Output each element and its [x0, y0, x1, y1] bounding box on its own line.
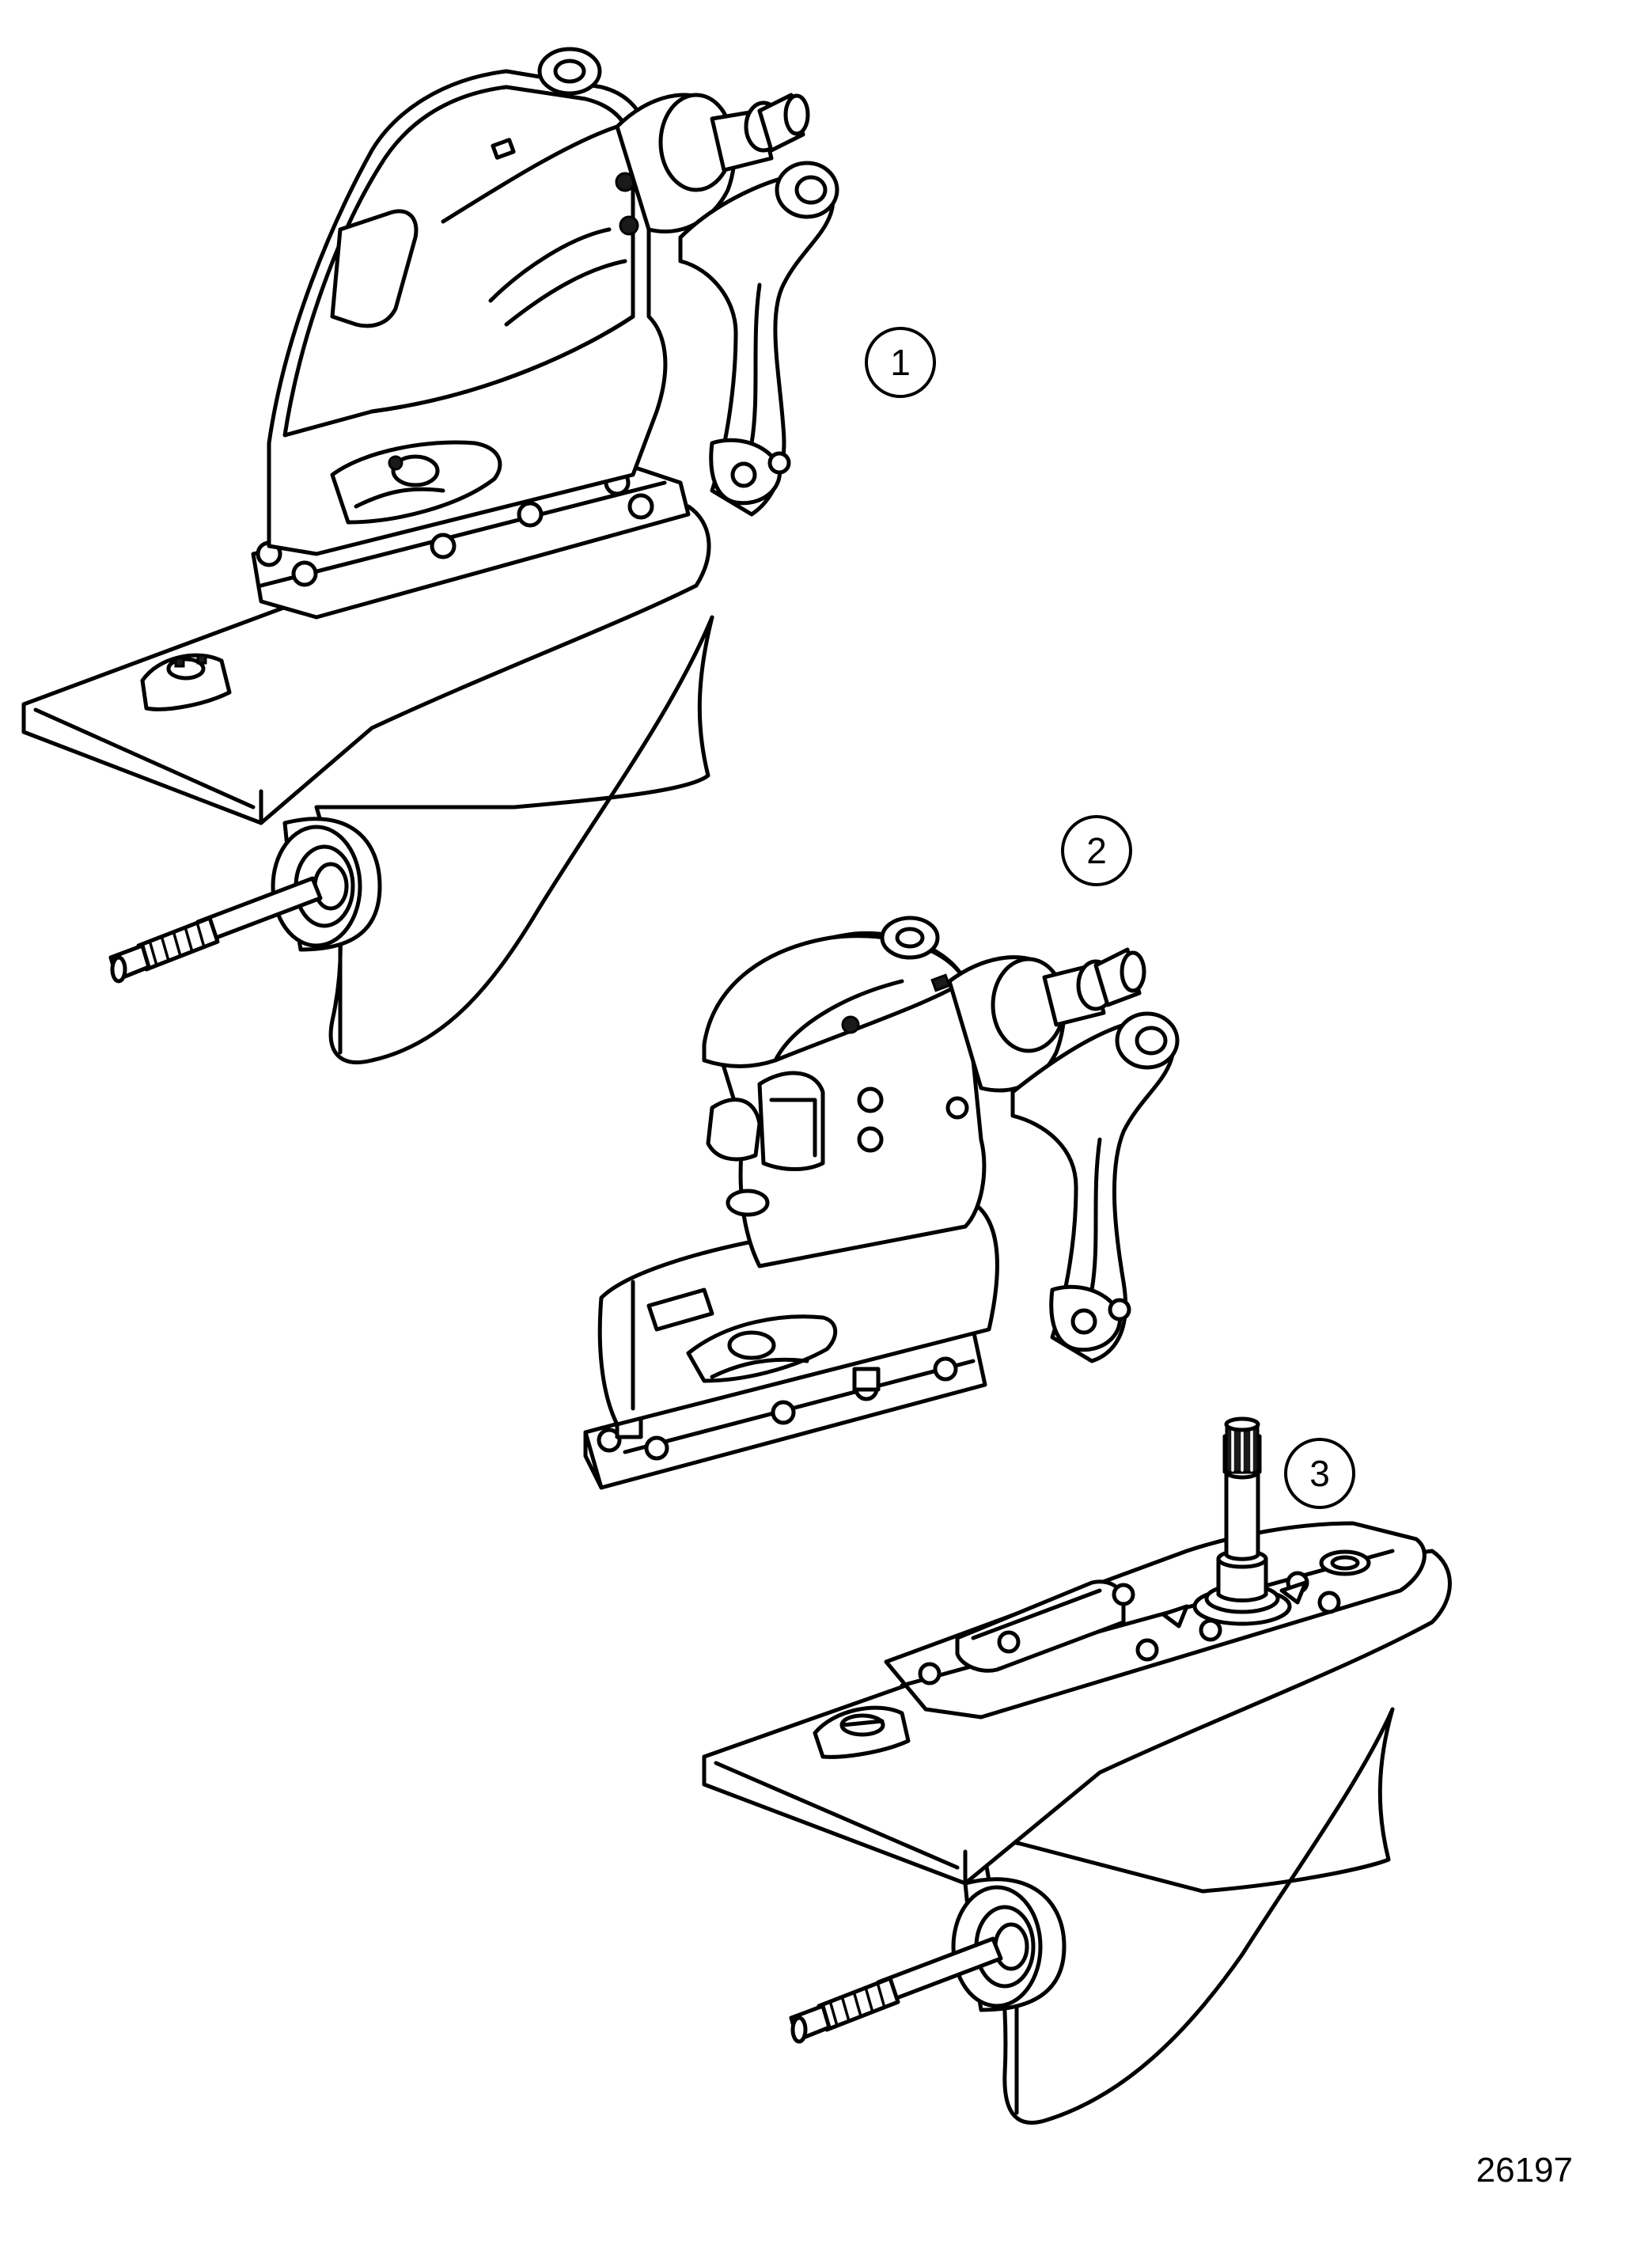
callout-2-label: 2 — [1086, 830, 1107, 871]
lower-gear-unit-illustration — [702, 1416, 1452, 2125]
callout-3: 3 — [1284, 1438, 1355, 1509]
callout-1: 1 — [865, 327, 936, 398]
callout-3-label: 3 — [1309, 1453, 1330, 1494]
callout-2: 2 — [1061, 815, 1132, 886]
upper-gear-unit-illustration — [583, 916, 1180, 1490]
complete-drive-unit-illustration — [21, 47, 839, 1065]
figure-number: 26197 — [1476, 2151, 1573, 2190]
callout-1-label: 1 — [890, 342, 911, 383]
